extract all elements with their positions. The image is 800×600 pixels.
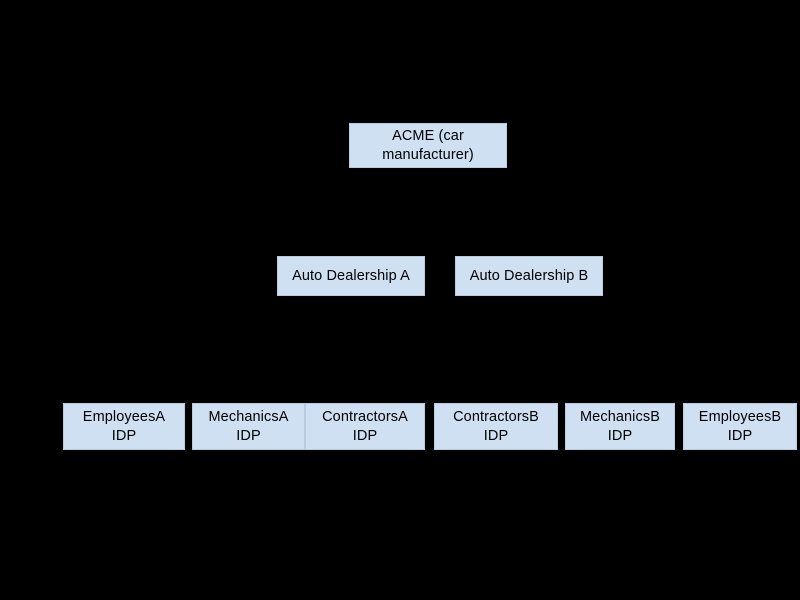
node-mechanics-a-idp[interactable]: MechanicsA IDP (192, 403, 305, 450)
connector-acme-to-dealership-a (351, 190, 352, 256)
connector-acme-to-dealership-b (529, 190, 530, 256)
node-employees-b-idp[interactable]: EmployeesB IDP (683, 403, 797, 450)
node-acme[interactable]: ACME (car manufacturer) (349, 123, 507, 168)
node-contractors-a-idp[interactable]: ContractorsA IDP (305, 403, 425, 450)
connector-dealership-a-trunk (351, 296, 352, 346)
connector-dealership-b-trunk (529, 296, 530, 346)
connector-dealership-b-to-employees-b (740, 346, 741, 403)
node-dealership-b[interactable]: Auto Dealership B (455, 256, 603, 296)
node-contractors-b-idp[interactable]: ContractorsB IDP (434, 403, 558, 450)
connector-dealership-b-bus (496, 346, 740, 347)
connector-dealership-a-to-mechanics-a (248, 346, 249, 403)
node-dealership-a[interactable]: Auto Dealership A (277, 256, 425, 296)
connector-dealership-a-bus (124, 346, 365, 347)
connector-acme-bus (351, 190, 529, 191)
connector-dealership-a-to-employees-a (124, 346, 125, 403)
node-employees-a-idp[interactable]: EmployeesA IDP (63, 403, 185, 450)
node-mechanics-b-idp[interactable]: MechanicsB IDP (565, 403, 675, 450)
connector-dealership-a-to-contractors-a (365, 346, 366, 403)
connector-acme-trunk (428, 168, 429, 190)
connector-dealership-b-to-contractors-b (496, 346, 497, 403)
connector-dealership-b-to-mechanics-b (620, 346, 621, 403)
